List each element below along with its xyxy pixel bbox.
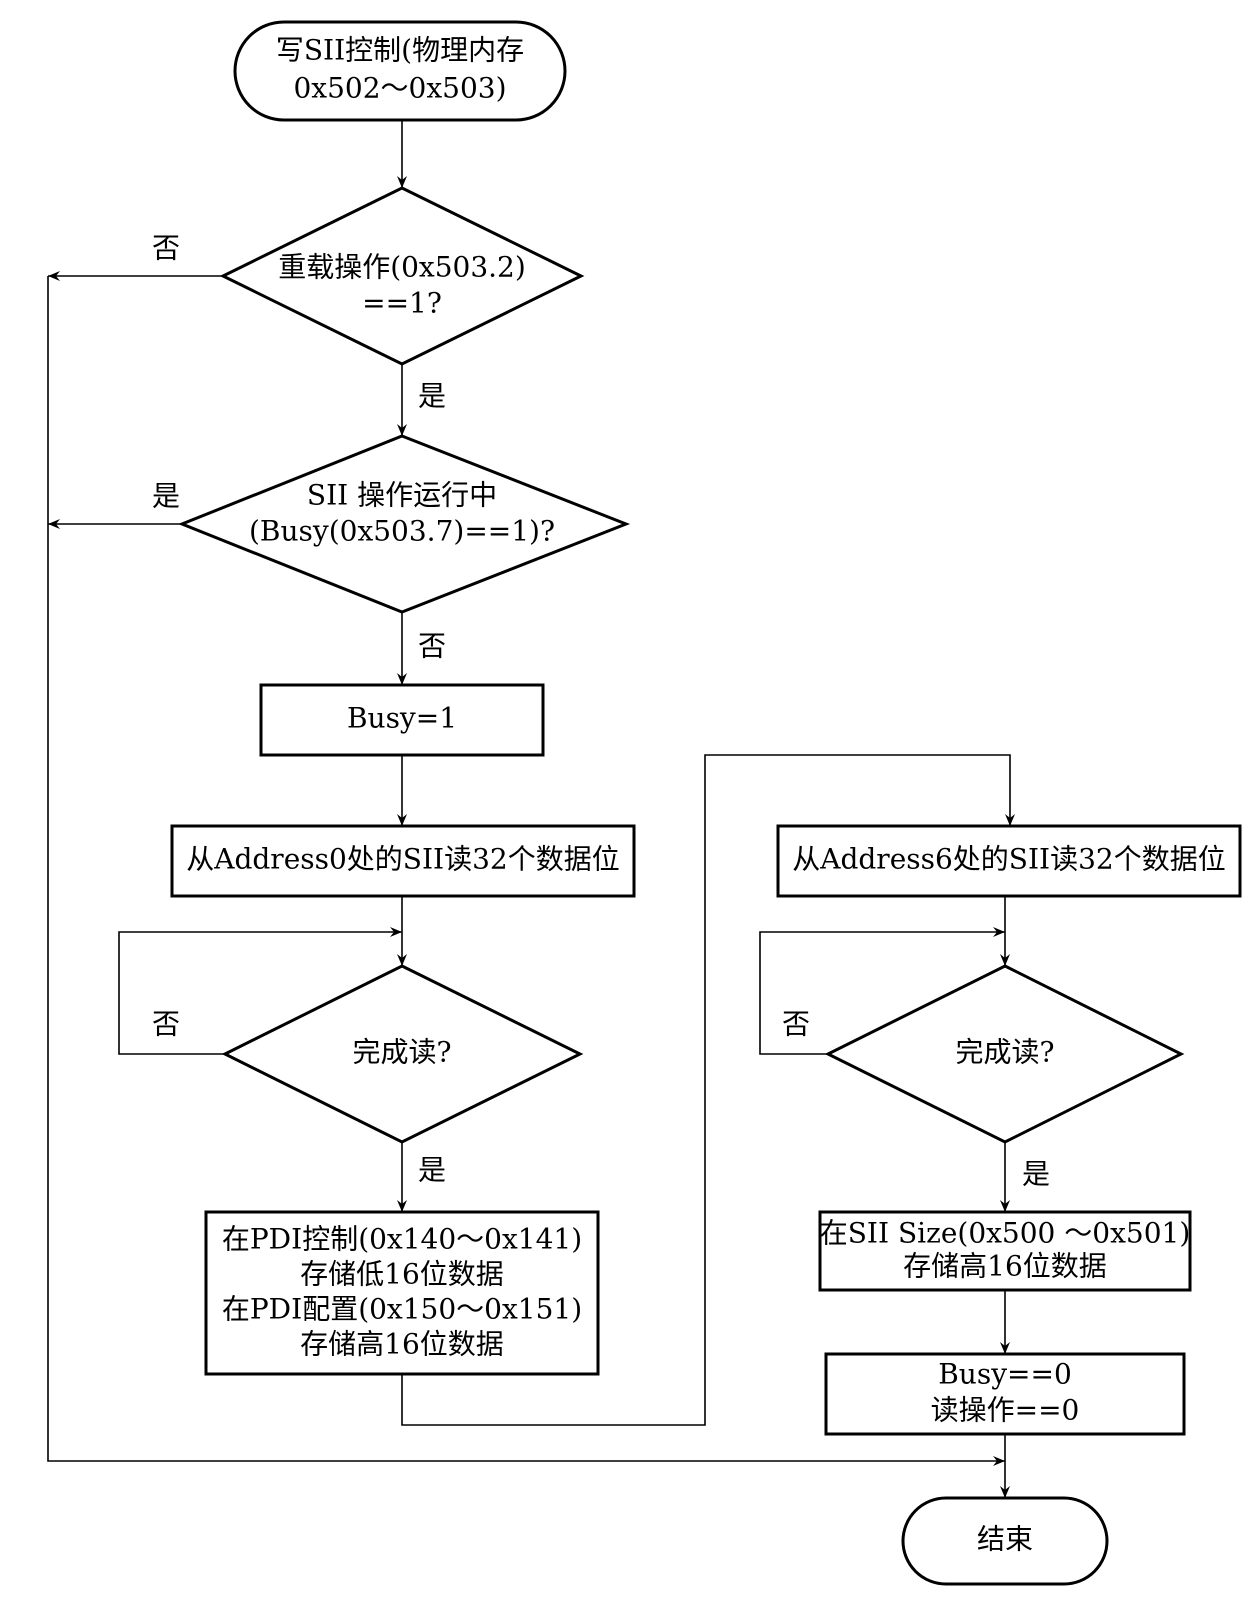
read-addr0-box <box>170 824 636 898</box>
read-addr0-label: 从Address0处的SII读32个数据位 <box>186 843 620 876</box>
start-label-line2: 0x502～0x503) <box>293 72 506 105</box>
edge-label-done-right-yes: 是 <box>1022 1158 1050 1191</box>
loop-done-right-no <box>759 927 1005 1055</box>
store-size-box <box>818 1210 1192 1292</box>
store-pdi-label-line4: 存储高16位数据 <box>300 1328 504 1361</box>
store-pdi-label-line1: 在PDI控制(0x140～0x141) <box>222 1223 582 1256</box>
edge-label-reload-no: 否 <box>152 232 180 265</box>
connector-store-pdi-to-read6 <box>401 754 1015 1426</box>
edge-label-busy-no: 否 <box>418 630 446 663</box>
read-done-right-label: 完成读? <box>955 1036 1054 1069</box>
edge-label-busy-yes: 是 <box>152 480 180 513</box>
busy-check-label-line1: SII 操作运行中 <box>307 479 497 512</box>
edge-label-done-left-yes: 是 <box>418 1154 446 1187</box>
start-label-line1: 写SII控制(物理内存 <box>276 34 524 67</box>
clear-busy-label-line2: 读操作==0 <box>931 1394 1080 1427</box>
edge-label-done-left-no: 否 <box>152 1008 180 1041</box>
busy-check-label-line2: (Busy(0x503.7)==1)? <box>249 515 555 548</box>
edge-label-done-right-no: 否 <box>782 1008 810 1041</box>
reload-label-line1: 重载操作(0x503.2) <box>278 251 526 284</box>
reload-label-line2: ==1? <box>362 287 442 320</box>
set-busy-box <box>259 683 545 757</box>
set-busy-label: Busy=1 <box>347 702 457 735</box>
store-pdi-label-line2: 存储低16位数据 <box>300 1258 504 1291</box>
read-done-left-label: 完成读? <box>352 1036 451 1069</box>
loop-done-left-no <box>118 927 402 1055</box>
store-size-label-line2: 存储高16位数据 <box>903 1250 1107 1283</box>
edge-label-reload-yes: 是 <box>418 380 446 413</box>
store-pdi-box <box>204 1210 600 1376</box>
clear-busy-box <box>824 1352 1186 1436</box>
start-terminal <box>233 20 567 122</box>
connector-left-rail-to-end <box>47 276 1005 1466</box>
clear-busy-label-line1: Busy==0 <box>938 1358 1072 1391</box>
read-addr6-label: 从Address6处的SII读32个数据位 <box>792 843 1226 876</box>
store-pdi-label-line3: 在PDI配置(0x150～0x151) <box>222 1293 582 1326</box>
read-addr6-box <box>776 824 1242 898</box>
end-label: 结束 <box>977 1523 1033 1556</box>
store-size-label-line1: 在SII Size(0x500 ～0x501) <box>820 1217 1191 1250</box>
